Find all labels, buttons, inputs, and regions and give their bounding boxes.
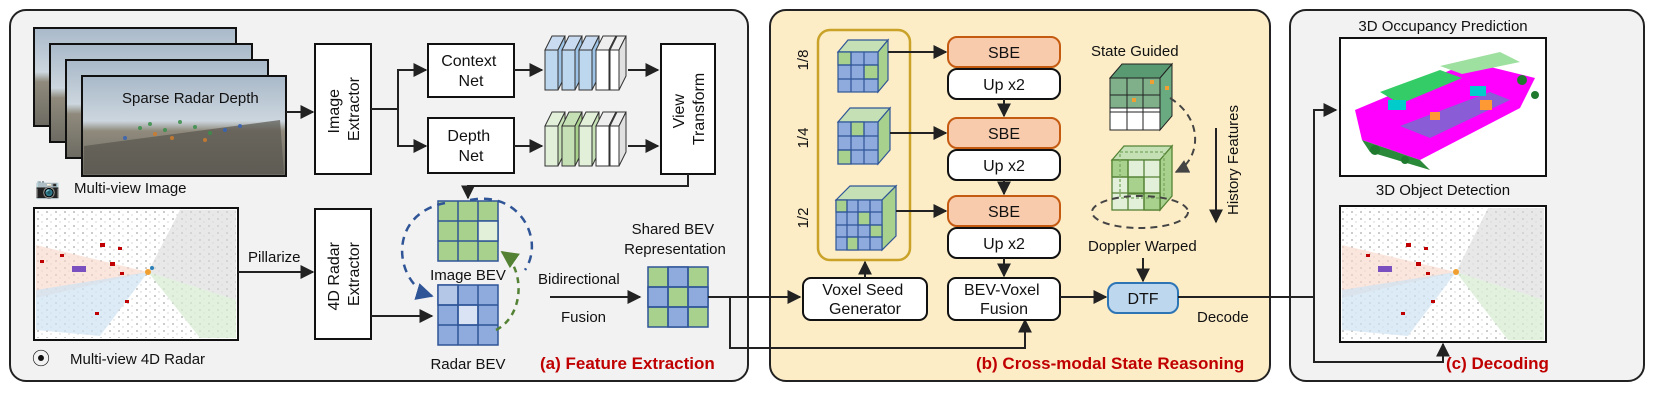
panel-c-title: (c) Decoding [1446,354,1549,373]
fusion-label: Fusion [561,309,606,326]
context-net-box [427,43,515,98]
panel-b-title: (b) Cross-modal State Reasoning [976,354,1244,373]
scale-label-1-2: 1/2 [795,208,812,229]
doppler-warped-label: Doppler Warped [1088,238,1197,255]
detection-title: 3D Object Detection [1376,182,1510,199]
image-bev-label: Image BEV [430,267,506,284]
depth-net-box [427,117,515,174]
sbe-box-1 [947,36,1061,68]
view-transform-label: View Transform [671,73,708,145]
image-extractor-label: Image Extractor [326,76,363,141]
voxel-seed-generator-label: Voxel Seed Generator [822,282,907,318]
shared-bev-label: Shared BEV Representation [624,221,726,258]
image-bev-grid [437,200,499,262]
up-label-2: Up x2 [983,158,1025,175]
shared-bev-grid [647,266,709,328]
image-to-radar-dashed-arrow [400,201,446,300]
up-label-3: Up x2 [983,236,1025,253]
sbe-box-3 [947,195,1061,227]
detection-image [1339,205,1547,343]
occupancy-title: 3D Occupancy Prediction [1358,18,1527,35]
sbe-label-1: SBE [988,45,1020,62]
context-feature-slabs [544,35,627,91]
doppler-warp-dashed-ring [1091,195,1189,229]
sbe-label-2: SBE [988,126,1020,143]
radar-extractor-box [314,208,372,340]
voxel-cube-1-8 [836,38,890,94]
bev-voxel-fusion-box [947,277,1061,321]
up-label-1: Up x2 [983,77,1025,94]
panel-a-title: (a) Feature Extraction [540,354,715,373]
radar-icon: ⦿ [32,349,50,369]
image-extractor-box [314,43,372,175]
radar-pointcloud-image [33,207,239,341]
scale-label-1-4: 1/4 [795,128,812,149]
dtf-label: DTF [1127,291,1158,308]
sbe-box-2 [947,117,1061,149]
history-dashed-arrow [1169,97,1196,173]
camera-icon: 📷 [35,178,60,200]
bev-voxel-fusion-label: BEV-Voxel Fusion [964,282,1044,318]
radar-bev-grid [437,284,499,346]
multi-view-radar-label: Multi-view 4D Radar [70,351,205,368]
history-features-label: History Features [1225,105,1242,215]
bidirectional-label: Bidirectional [538,271,620,288]
radar-to-image-dashed-arrow [495,250,520,332]
decode-label: Decode [1197,309,1249,326]
multi-view-image-label: Multi-view Image [74,180,187,197]
sparse-radar-depth-label: Sparse Radar Depth [122,90,259,107]
state-guided-label: State Guided [1091,43,1179,60]
camera-image-stack [33,27,287,177]
arrow-dtf-to-detection [1313,297,1450,363]
doppler-warped-cube [1110,144,1174,212]
radar-bev-label: Radar BEV [430,356,505,373]
depth-net-label: Depth Net [447,128,494,165]
arrow-shared-to-bev-voxel-fusion [729,297,1032,349]
scale-label-1-8: 1/8 [795,50,812,71]
radar-extractor-label: 4D Radar Extractor [326,238,363,311]
voxel-cube-1-4 [836,106,892,166]
voxel-cube-1-2 [834,184,898,252]
arrow-dtf-to-occupancy [1178,103,1338,298]
state-guided-cube [1108,62,1174,132]
depth-feature-slabs [544,111,627,167]
context-net-label: Context Net [441,53,501,90]
sbe-label-3: SBE [988,204,1020,221]
multi-scale-voxel-group [816,28,912,262]
occupancy-prediction-render [1355,52,1539,170]
arrow-to-context-net [371,63,428,110]
pillarize-label: Pillarize [248,249,301,266]
radar-loop-dashed-arc [469,197,534,271]
arrow-to-depth-net [397,109,428,153]
arrow-view-to-image-bev [461,174,689,200]
view-transform-box [660,43,716,175]
